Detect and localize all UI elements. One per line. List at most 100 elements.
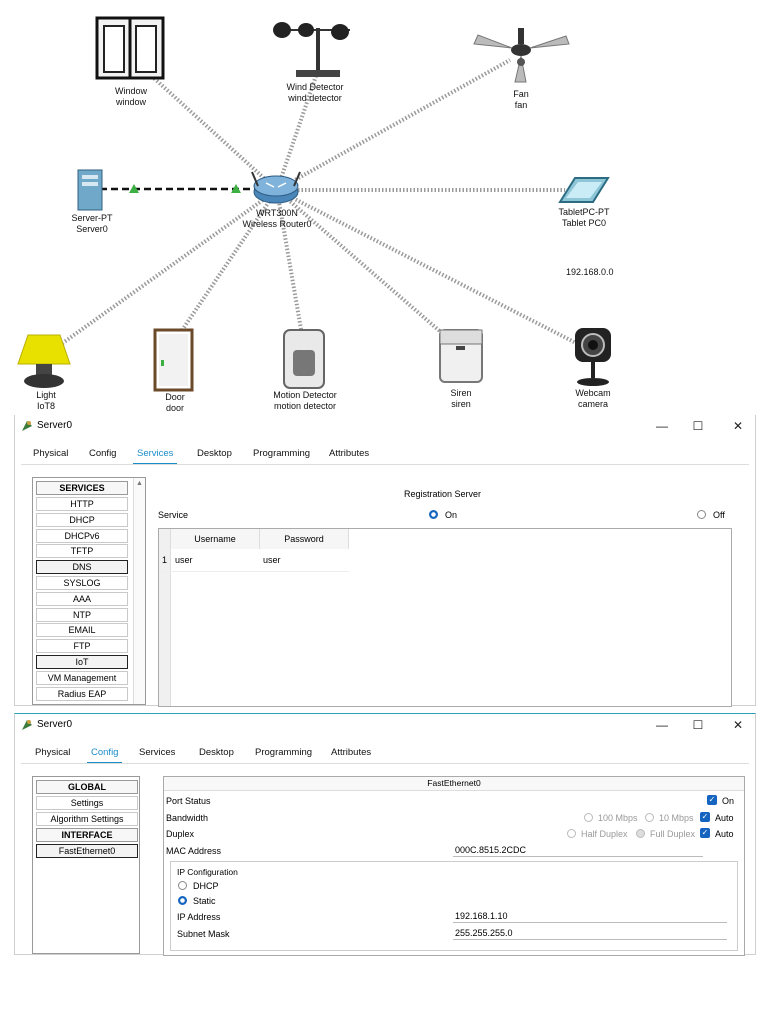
duplex-label: Duplex <box>166 829 195 839</box>
topology-links <box>17 16 611 392</box>
tab-attributes[interactable]: Attributes <box>329 448 370 459</box>
interface-panel: FastEthernet0 Port Status ✓ On Bandwidth… <box>163 776 745 956</box>
services-scrollbar[interactable]: ▲ <box>133 478 145 704</box>
close-button[interactable]: ✕ <box>732 419 744 433</box>
service-item-vm-management[interactable]: VM Management <box>36 670 128 685</box>
ceiling-fan-icon <box>473 28 570 83</box>
motion-detector-icon <box>283 329 325 389</box>
port-status-label: Port Status <box>166 796 211 806</box>
server-services-window: Server0 — ☐ ✕ Physical Config Services D… <box>14 415 756 707</box>
tab-services[interactable]: Services <box>139 747 176 758</box>
service-item-tftp[interactable]: TFTP <box>36 544 128 559</box>
mac-address-field[interactable]: 000C.8515.2CDC <box>453 844 703 857</box>
tablet-pc-icon <box>558 177 610 203</box>
services-header: SERVICES <box>36 481 128 495</box>
tab-desktop[interactable]: Desktop <box>197 448 232 459</box>
tab-physical[interactable]: Physical <box>33 448 69 459</box>
service-off-radio[interactable] <box>697 510 706 519</box>
static-radio[interactable] <box>178 896 187 905</box>
service-item-iot[interactable]: IoT <box>36 655 128 669</box>
packet-tracer-icon <box>22 720 32 730</box>
service-item-email[interactable]: EMAIL <box>36 623 128 638</box>
tab-config[interactable]: Config <box>87 744 123 764</box>
maximize-button[interactable]: ☐ <box>692 419 704 433</box>
ip-address-input[interactable]: 192.168.1.10 <box>453 910 727 923</box>
maximize-button[interactable]: ☐ <box>692 718 704 732</box>
service-label: Service <box>158 510 189 520</box>
scroll-up-icon[interactable]: ▲ <box>136 480 143 487</box>
user-table[interactable]: Username Password 1 user user <box>158 528 732 707</box>
tab-divider <box>21 464 749 465</box>
wind-detector-icon <box>273 22 350 77</box>
config-item-algorithm-settings[interactable]: Algorithm Settings <box>36 812 138 826</box>
section-title: Registration Server <box>404 489 482 499</box>
config-item-settings[interactable]: Settings <box>36 796 138 810</box>
full-duplex-label: Full Duplex <box>650 829 696 839</box>
bandwidth-100-radio[interactable] <box>584 813 593 822</box>
minimize-button[interactable]: — <box>656 419 668 433</box>
config-item-interface: INTERFACE <box>36 828 138 842</box>
title-bar[interactable]: Server0 — ☐ ✕ <box>15 714 755 736</box>
service-on-radio[interactable] <box>429 510 438 519</box>
tab-services[interactable]: Services <box>133 445 178 465</box>
network-address-label: 192.168.0.0 <box>566 267 614 277</box>
config-item-global: GLOBAL <box>36 780 138 794</box>
service-item-syslog[interactable]: SYSLOG <box>36 576 128 590</box>
close-button[interactable]: ✕ <box>732 718 744 732</box>
server-config-window: Server0 — ☐ ✕ Physical Config Services D… <box>14 713 756 956</box>
subnet-mask-label: Subnet Mask <box>177 929 230 939</box>
link-up-indicator <box>129 184 139 193</box>
tab-programming[interactable]: Programming <box>253 448 311 459</box>
tab-programming[interactable]: Programming <box>255 747 313 758</box>
minimize-button[interactable]: — <box>656 718 668 732</box>
tab-attributes[interactable]: Attributes <box>331 747 372 758</box>
service-item-dns[interactable]: DNS <box>36 560 128 575</box>
service-item-radius-eap[interactable]: Radius EAP <box>36 686 128 701</box>
service-item-ntp[interactable]: NTP <box>36 607 128 622</box>
bandwidth-10-label: 10 Mbps <box>659 813 694 823</box>
tab-config[interactable]: Config <box>89 448 117 459</box>
bandwidth-auto-label: Auto <box>715 813 734 823</box>
ip-config-label: IP Configuration <box>177 867 238 877</box>
port-status-checkbox[interactable]: ✓ <box>707 795 717 805</box>
bandwidth-10-radio[interactable] <box>645 813 654 822</box>
link-wind-detector <box>275 69 320 191</box>
service-item-ftp[interactable]: FTP <box>36 639 128 654</box>
service-on-label: On <box>445 510 458 520</box>
tab-physical[interactable]: Physical <box>35 747 71 758</box>
smart-light-icon <box>17 334 71 388</box>
window-icon <box>95 16 165 80</box>
table-row[interactable]: 1 user user <box>159 549 349 572</box>
dhcp-radio[interactable] <box>178 881 187 890</box>
dhcp-label: DHCP <box>193 881 219 891</box>
row-header-column <box>159 529 171 706</box>
service-item-aaa[interactable]: AAA <box>36 591 128 606</box>
service-item-dhcp[interactable]: DHCP <box>36 512 128 527</box>
link-light <box>58 188 279 347</box>
tab-desktop[interactable]: Desktop <box>199 747 234 758</box>
half-duplex-radio[interactable] <box>567 829 576 838</box>
link-window <box>143 68 279 192</box>
ip-configuration-group: IP Configuration DHCP Static IP Address … <box>170 861 738 951</box>
title-bar[interactable]: Server0 — ☐ ✕ <box>15 415 755 437</box>
service-item-dhcpv6[interactable]: DHCPv6 <box>36 528 128 543</box>
password-cell[interactable]: user <box>263 555 281 565</box>
duplex-auto-checkbox[interactable]: ✓ <box>700 828 710 838</box>
bandwidth-auto-checkbox[interactable]: ✓ <box>700 812 710 822</box>
config-item-fastethernet0[interactable]: FastEthernet0 <box>36 844 138 858</box>
column-header-password: Password <box>260 529 349 549</box>
bandwidth-label: Bandwidth <box>166 813 209 823</box>
server-icon <box>77 169 103 211</box>
service-item-http[interactable]: HTTP <box>36 497 128 511</box>
subnet-mask-input[interactable]: 255.255.255.0 <box>453 927 727 940</box>
username-cell[interactable]: user <box>175 555 193 565</box>
full-duplex-radio[interactable] <box>636 829 645 838</box>
column-header-username: Username <box>171 529 260 549</box>
